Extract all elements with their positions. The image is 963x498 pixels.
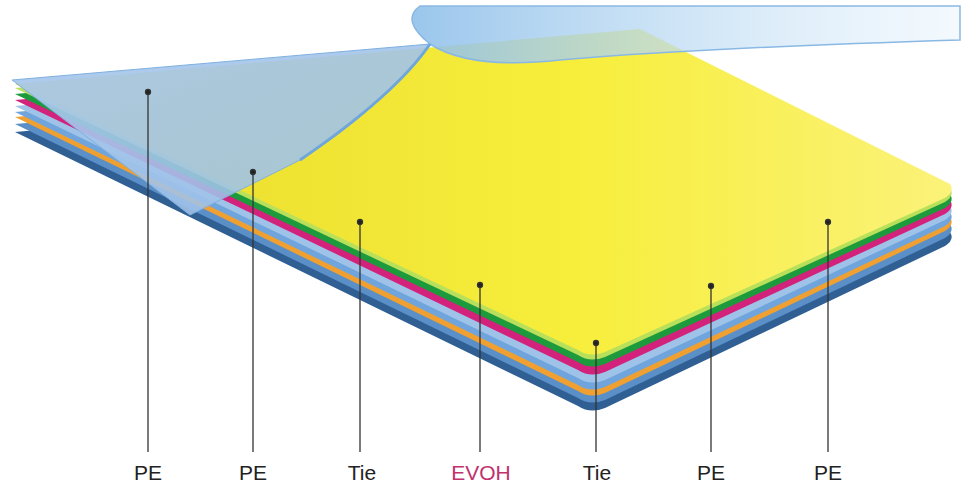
layer-label: Tie (348, 462, 376, 483)
layer-stack (12, 6, 960, 411)
layer-label: EVOH (451, 462, 511, 483)
leader-lines (146, 90, 831, 453)
layer-label: Tie (583, 462, 611, 483)
layer-label: PE (134, 462, 162, 483)
layer-label: PE (239, 462, 267, 483)
layer-label: PE (697, 462, 725, 483)
layer-label: PE (814, 462, 842, 483)
